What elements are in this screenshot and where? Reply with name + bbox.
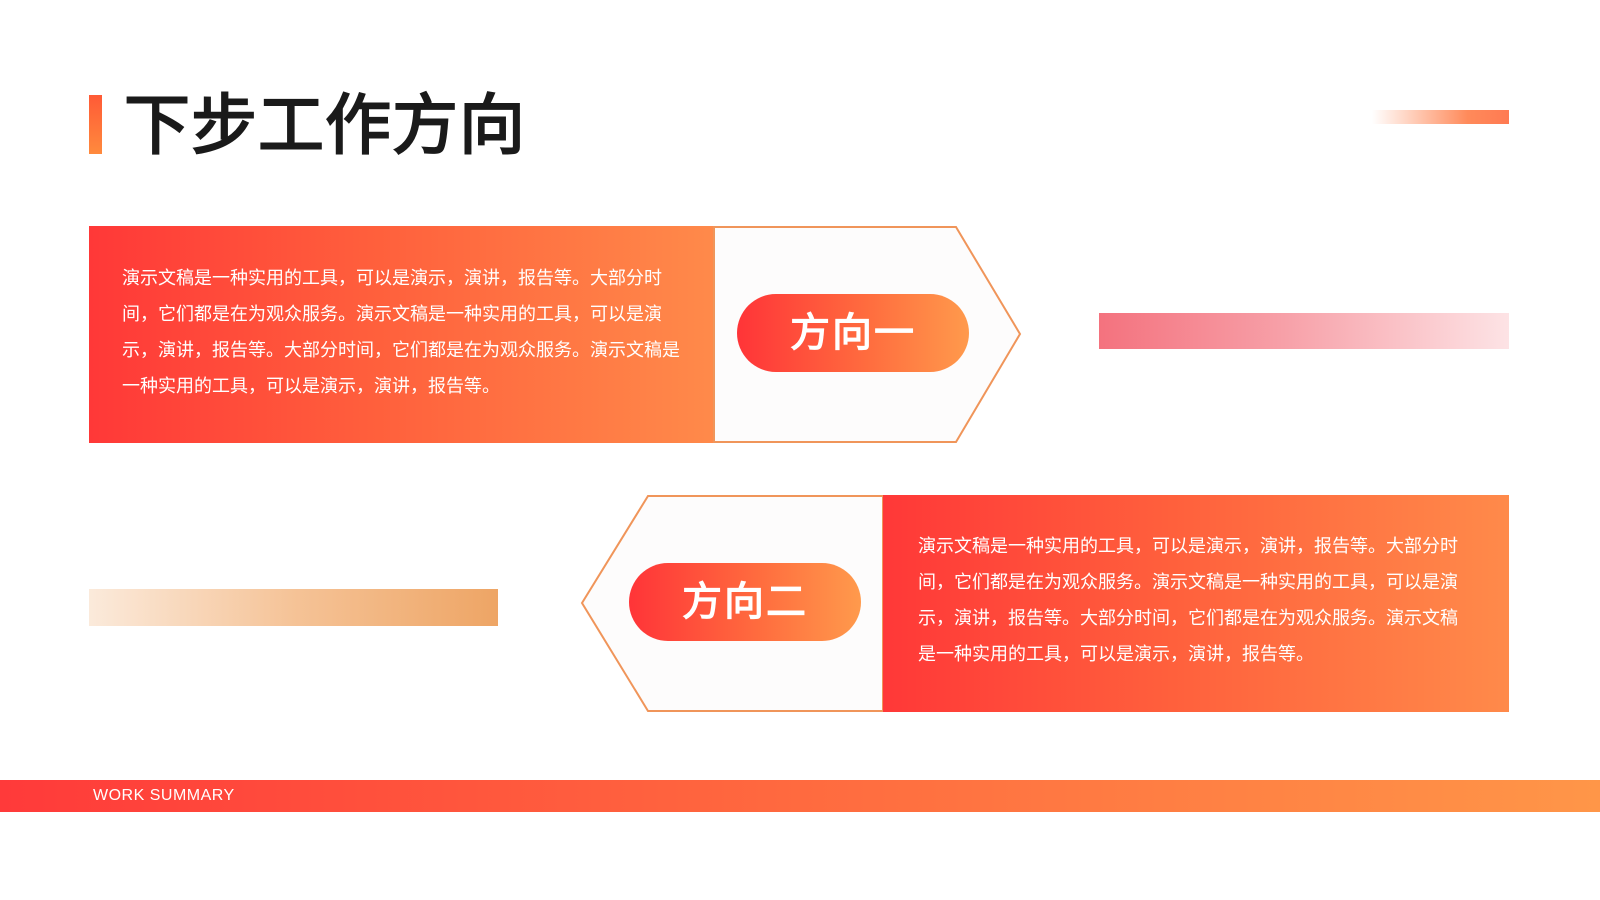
decorative-bar-right (1099, 313, 1509, 349)
direction-2-description: 演示文稿是一种实用的工具，可以是演示，演讲，报告等。大部分时间，它们都是在为观众… (918, 536, 1458, 665)
direction-1-text-panel: 演示文稿是一种实用的工具，可以是演示，演讲，报告等。大部分时间，它们都是在为观众… (89, 226, 715, 443)
decorative-top-bar (1372, 110, 1509, 124)
direction-1-label: 方向一 (737, 294, 969, 372)
direction-2-text-panel: 演示文稿是一种实用的工具，可以是演示，演讲，报告等。大部分时间，它们都是在为观众… (883, 495, 1509, 712)
direction-1-description: 演示文稿是一种实用的工具，可以是演示，演讲，报告等。大部分时间，它们都是在为观众… (122, 268, 680, 397)
footer-bar (0, 780, 1600, 812)
decorative-bar-left (89, 589, 498, 626)
title-accent-bar (89, 95, 102, 154)
page-title: 下步工作方向 (124, 87, 526, 164)
direction-2-label: 方向二 (629, 563, 861, 641)
footer-label: WORK SUMMARY (93, 787, 235, 804)
